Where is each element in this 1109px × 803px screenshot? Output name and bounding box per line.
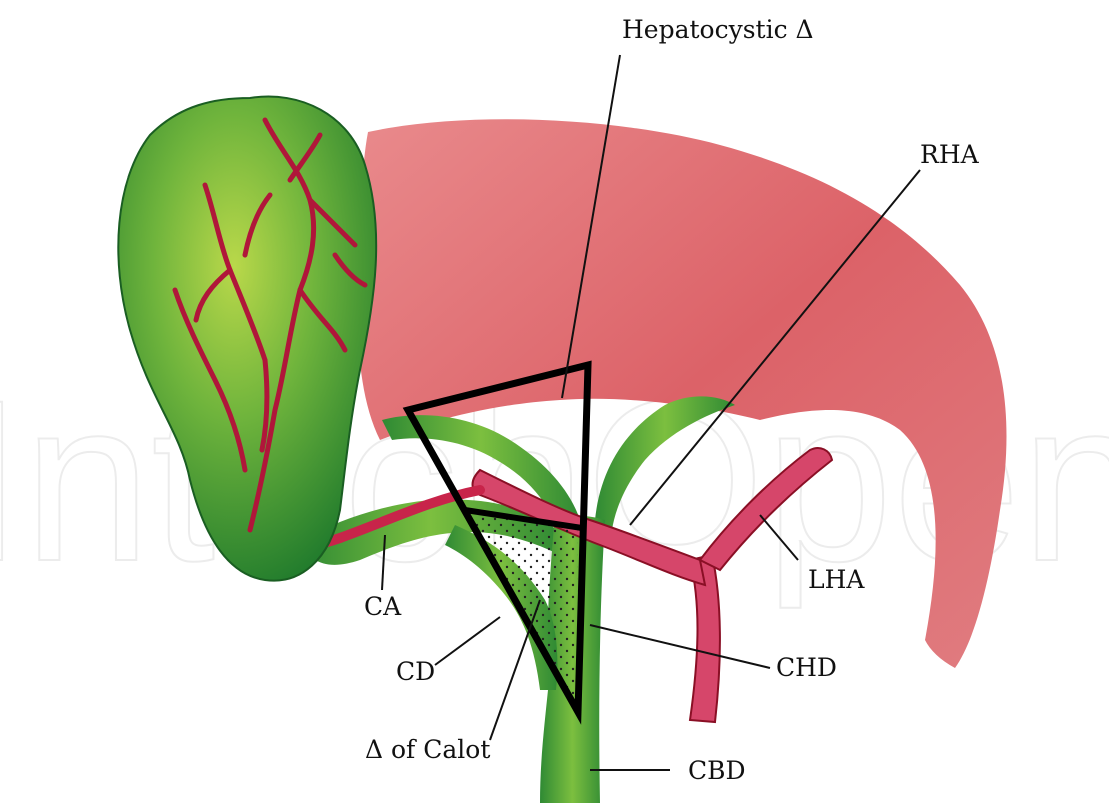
label-cd: CD (396, 657, 435, 686)
label-lha: LHA (808, 565, 865, 594)
label-calot-triangle: Δ of Calot (365, 735, 490, 764)
label-ca: CA (364, 592, 402, 621)
label-chd: CHD (776, 653, 837, 682)
label-hepatocystic-triangle: Hepatocystic Δ (622, 15, 814, 44)
label-cbd: CBD (688, 756, 746, 785)
label-rha: RHA (920, 140, 980, 169)
